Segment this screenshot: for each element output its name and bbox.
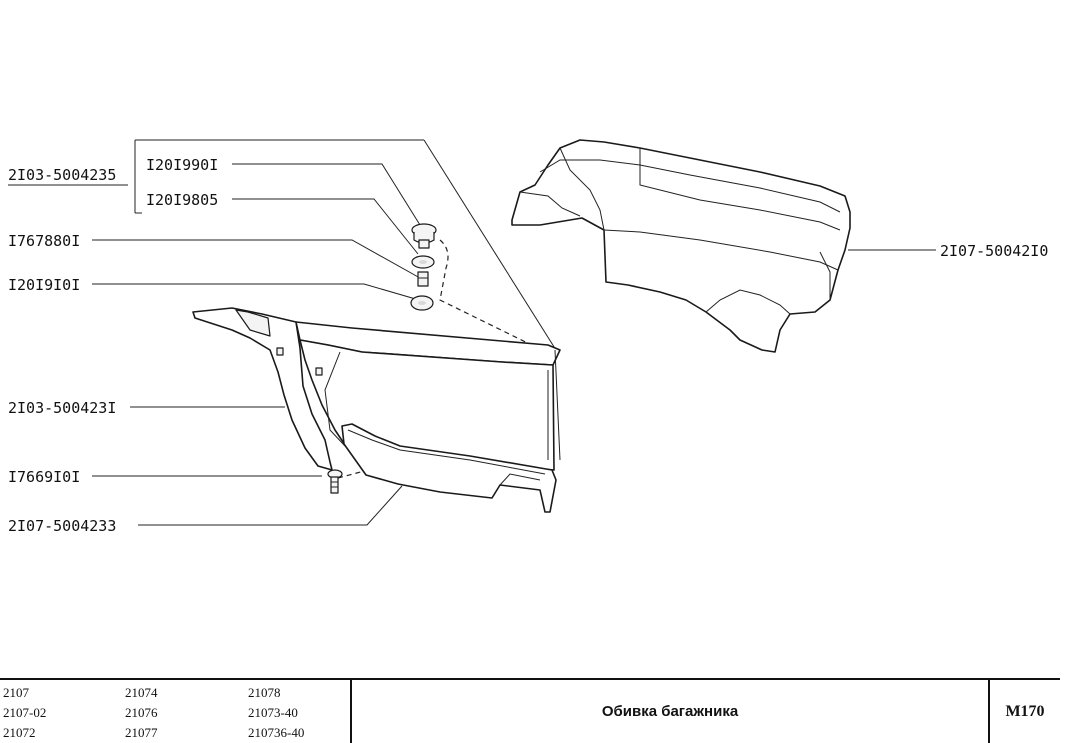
model-item: 210736-40 [248,725,305,740]
page-code: M170 [1005,702,1045,720]
model-column-2: 21074 21076 21077 [125,683,245,743]
model-item: 21072 [3,725,36,740]
lower-trim-panel [341,423,557,513]
label-washer-lower: I20I9I0I [8,276,80,294]
model-item: 2107 [3,685,29,700]
right-trim-panel [511,139,851,353]
model-list: 2107 2107-02 21072 21074 21076 21077 210… [0,680,352,743]
group-bracket [134,139,557,351]
model-item: 2107-02 [3,705,47,720]
label-washer-upper: I20I9805 [146,191,218,209]
model-item: 21078 [248,685,281,700]
washer-upper-icon [411,255,435,269]
parts-diagram: 2I03-5004235 I20I990I I20I9805 I767880I … [8,139,1048,535]
diagram-title: Обивка багажника [352,680,990,743]
label-lower-trim: 2I07-5004233 [8,517,116,535]
label-nut: I767880I [8,232,80,250]
label-right-trim: 2I07-50042I0 [940,242,1048,260]
model-item: 21073-40 [248,705,298,720]
model-item: 21074 [125,685,158,700]
nut-icon [417,271,429,287]
label-screw: I7669I0I [8,468,80,486]
fastener-stack [327,223,437,494]
model-item: 21076 [125,705,158,720]
label-cap: I20I990I [146,156,218,174]
label-left-trim: 2I03-500423I [8,399,116,417]
model-column-1: 2107 2107-02 21072 [3,683,123,743]
screw-icon [327,469,343,494]
label-group-part: 2I03-5004235 [8,166,116,184]
leader-lines [92,163,936,526]
washer-lower-icon [410,295,434,311]
model-item: 21077 [125,725,158,740]
model-column-3: 21078 21073-40 210736-40 [248,683,368,743]
title-block: 2107 2107-02 21072 21074 21076 21077 210… [0,678,1060,743]
cap-icon [411,223,437,249]
